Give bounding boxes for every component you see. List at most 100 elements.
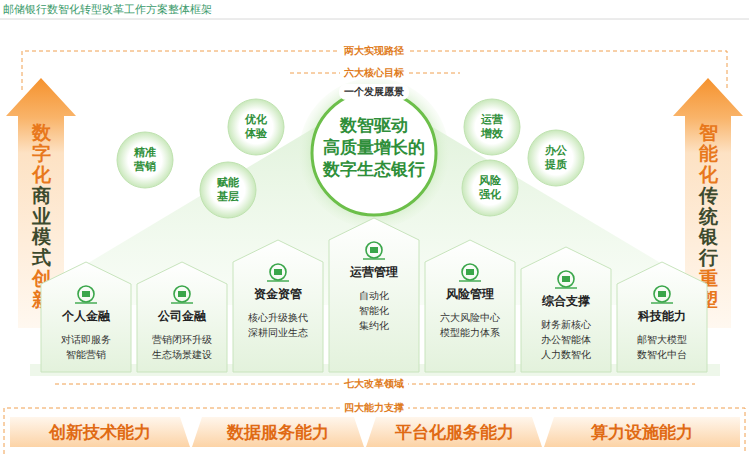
pillar-house bbox=[521, 247, 611, 372]
pillar-node: 运营管理自动化智能化集约化 bbox=[329, 218, 419, 372]
goal-circle bbox=[200, 162, 256, 218]
pillar-icon bbox=[171, 286, 193, 303]
pillar-item: 自动化 bbox=[359, 288, 389, 303]
goal-node: 优化体验 bbox=[227, 98, 285, 156]
pillar-heading: 个人金融 bbox=[62, 308, 110, 325]
band-text: 数据服务能力 bbox=[227, 421, 329, 444]
goal-circle bbox=[228, 99, 284, 155]
goal-node: 精准营销 bbox=[116, 131, 174, 189]
page-title: 邮储银行数智化转型改革工作方案整体框架 bbox=[3, 2, 212, 17]
goal-circle bbox=[528, 130, 584, 186]
vision-glow bbox=[299, 78, 449, 228]
pillar-house bbox=[233, 240, 323, 372]
pillar-icon bbox=[75, 286, 97, 303]
path-char: 行 bbox=[699, 246, 718, 268]
path-char: 模 bbox=[32, 225, 51, 247]
pillar-heading: 风险管理 bbox=[446, 286, 494, 303]
pillar-item: 营销闭环升级 bbox=[152, 332, 212, 347]
goal-circle bbox=[117, 132, 173, 188]
pillar-house bbox=[41, 262, 131, 372]
path-char: 智 bbox=[699, 121, 718, 143]
pillar-item: 智能营销 bbox=[66, 347, 106, 362]
pillar-item: 财务新核心 bbox=[541, 317, 591, 332]
pillar-item: 生态场景建设 bbox=[152, 347, 212, 362]
goal-text: 优化体验 bbox=[243, 113, 268, 141]
vision-text: 数智驱动高质量增长的数字生态银行 bbox=[323, 114, 425, 180]
band-node: 创新技术能力 bbox=[10, 417, 190, 447]
pillar-item: 深耕同业生态 bbox=[248, 325, 308, 340]
goal-circle bbox=[462, 160, 518, 216]
path-char: 能 bbox=[699, 142, 718, 164]
capability-band bbox=[192, 417, 364, 447]
goal-text: 风险强化 bbox=[477, 174, 502, 202]
pillar-item: 六大风险中心 bbox=[440, 310, 500, 325]
vision-line: 数智驱动 bbox=[323, 114, 425, 136]
goal-text: 办公提质 bbox=[543, 144, 568, 172]
capability-band bbox=[10, 417, 190, 447]
path-char: 银 bbox=[699, 225, 718, 247]
band-text: 算力设施能力 bbox=[591, 421, 693, 444]
path-char: 字 bbox=[32, 142, 51, 164]
roof-ground bbox=[18, 92, 731, 305]
pillar-item: 人力数智化 bbox=[541, 347, 591, 362]
section-label: 四大能力支撑 bbox=[340, 401, 408, 414]
goal-circle bbox=[464, 99, 520, 155]
pillar-house bbox=[617, 262, 707, 372]
section-label: 六大核心目标 bbox=[340, 66, 408, 79]
path-char: 业 bbox=[32, 205, 51, 227]
vision-line: 高质量增长的 bbox=[323, 136, 425, 158]
band-text: 平台化服务能力 bbox=[395, 421, 514, 444]
pillar-icon bbox=[363, 242, 385, 259]
band-text: 创新技术能力 bbox=[49, 421, 151, 444]
capability-band bbox=[544, 417, 740, 447]
support-bracket bbox=[4, 408, 745, 454]
pillar-node: 综合支撑财务新核心办公智能体人力数智化 bbox=[521, 247, 611, 372]
title-rule bbox=[0, 19, 749, 20]
pillar-node: 个人金融对话即服务智能营销 bbox=[41, 262, 131, 372]
goal-text: 赋能基层 bbox=[215, 176, 240, 204]
path-char: 化 bbox=[699, 163, 718, 185]
path-char: 化 bbox=[32, 163, 51, 185]
goal-text: 运营增效 bbox=[479, 113, 504, 141]
pillar-house bbox=[329, 218, 419, 372]
path-char: 式 bbox=[32, 246, 51, 268]
path-char: 传 bbox=[699, 184, 718, 206]
goal-text: 精准营销 bbox=[132, 146, 157, 174]
pillar-icon bbox=[459, 264, 481, 281]
path-char: 统 bbox=[699, 205, 718, 227]
section-label: 七大改革领域 bbox=[340, 377, 408, 390]
pillar-house bbox=[137, 262, 227, 372]
pillar-node: 公司金融营销闭环升级生态场景建设 bbox=[137, 262, 227, 372]
band-node: 算力设施能力 bbox=[544, 417, 740, 447]
band-node: 平台化服务能力 bbox=[366, 417, 542, 447]
pillar-item: 模型能力体系 bbox=[440, 325, 500, 340]
pillar-heading: 综合支撑 bbox=[542, 293, 590, 310]
capability-band bbox=[366, 417, 542, 447]
band-node: 数据服务能力 bbox=[192, 417, 364, 447]
pillar-shape bbox=[233, 240, 323, 372]
pillar-heading: 公司金融 bbox=[158, 308, 206, 325]
goal-node: 赋能基层 bbox=[199, 161, 257, 219]
pillar-icon bbox=[555, 271, 577, 288]
path-char: 商 bbox=[32, 184, 51, 206]
section-label: 两大实现路径 bbox=[340, 44, 408, 57]
pillar-item: 集约化 bbox=[359, 318, 389, 333]
pillar-node: 科技能力邮智大模型数智化中台 bbox=[617, 262, 707, 372]
pillar-icon bbox=[267, 264, 289, 281]
vision-node: 一个发展愿景数智驱动高质量增长的数字生态银行 bbox=[299, 78, 449, 228]
pillar-item: 核心升级换代 bbox=[248, 310, 308, 325]
vision-circle bbox=[312, 91, 436, 215]
goal-node: 风险强化 bbox=[461, 159, 519, 217]
pillar-node: 风险管理六大风险中心模型能力体系 bbox=[425, 240, 515, 372]
path-char: 数 bbox=[32, 121, 51, 143]
pillar-shape bbox=[425, 240, 515, 372]
pillar-heading: 资金资管 bbox=[254, 286, 302, 303]
pillar-house bbox=[425, 240, 515, 372]
pillar-heading: 科技能力 bbox=[638, 308, 686, 325]
pillar-item: 对话即服务 bbox=[61, 332, 111, 347]
pillar-item: 数智化中台 bbox=[637, 347, 687, 362]
pillar-item: 邮智大模型 bbox=[637, 332, 687, 347]
pillar-item: 智能化 bbox=[359, 303, 389, 318]
vision-heading: 一个发展愿景 bbox=[339, 84, 409, 100]
goal-node: 办公提质 bbox=[527, 129, 585, 187]
